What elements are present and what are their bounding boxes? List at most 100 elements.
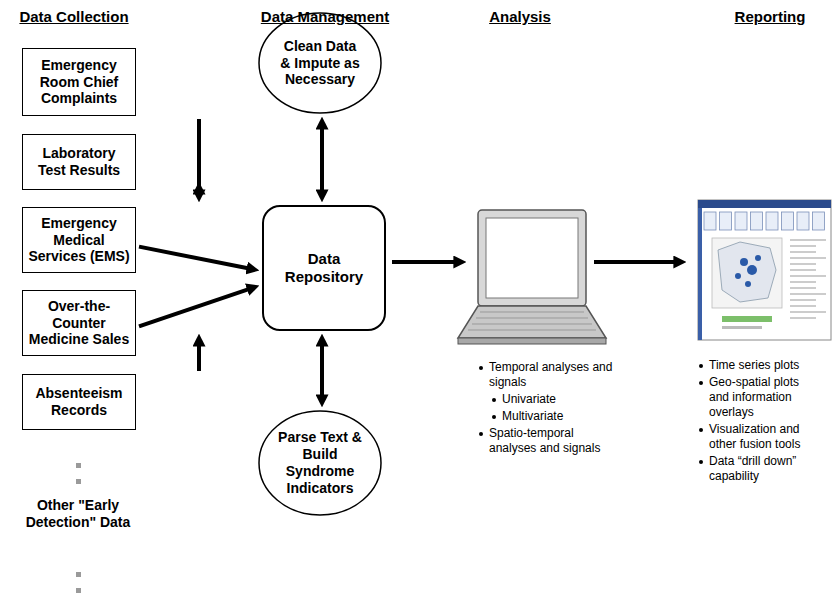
reporting-list: Time series plotsGeo-spatial plots and i… bbox=[698, 358, 822, 486]
report-screenshot-part-part bbox=[790, 258, 826, 259]
bullet-text: Visualization and other fusion tools bbox=[709, 422, 800, 451]
report-screenshot-part-part bbox=[790, 264, 816, 265]
report-screenshot-part bbox=[698, 200, 831, 340]
bullet-item: Data “drill down” capability bbox=[698, 454, 822, 484]
bullet-text: Spatio-temporal analyses and signals bbox=[489, 426, 600, 455]
bullet-item: Geo-spatial plots and information overla… bbox=[698, 375, 822, 420]
bullet-item: Visualization and other fusion tools bbox=[698, 422, 822, 452]
column-header: Data Management bbox=[250, 8, 400, 25]
node-text: Absenteeism Records bbox=[28, 385, 130, 419]
bullet-dot bbox=[479, 432, 483, 436]
report-screenshot-part-part bbox=[790, 312, 826, 313]
report-screenshot-part bbox=[698, 208, 702, 340]
bullet-dot bbox=[492, 415, 496, 419]
report-screenshot-part-part bbox=[790, 288, 816, 289]
report-screenshot-part-part bbox=[782, 212, 794, 230]
bullet-dot bbox=[479, 366, 483, 370]
repository-box: Data Repository bbox=[262, 205, 386, 331]
report-screenshot-part bbox=[698, 200, 831, 208]
report-screenshot-part-part bbox=[790, 246, 816, 247]
bullet-item: Univariate bbox=[491, 392, 614, 407]
report-screenshot-part bbox=[718, 242, 776, 302]
report-screenshot-part-part bbox=[790, 300, 816, 301]
source-note: Other "Early Detection" Data bbox=[16, 497, 140, 531]
flow-arrow bbox=[320, 127, 324, 192]
flow-arrow bbox=[197, 344, 201, 371]
source-box: Absenteeism Records bbox=[22, 374, 136, 430]
report-screenshot-part-part bbox=[790, 318, 816, 319]
flow-arrow bbox=[320, 344, 324, 397]
continuation-dots-part bbox=[76, 588, 81, 593]
laptop-icon-part bbox=[486, 218, 578, 298]
flow-arrow-part bbox=[594, 260, 676, 264]
bullet-item: Spatio-temporal analyses and signals bbox=[478, 426, 614, 456]
report-screenshot-part bbox=[790, 240, 826, 318]
column-header: Reporting bbox=[715, 8, 825, 25]
report-screenshot-part-part bbox=[790, 270, 816, 271]
report-screenshot-part-part bbox=[751, 212, 763, 230]
bullet-dot bbox=[492, 398, 496, 402]
report-screenshot-part-part bbox=[790, 276, 826, 277]
flow-arrow bbox=[197, 119, 201, 192]
analysis-list: Temporal analyses and signalsUnivariateM… bbox=[478, 360, 614, 458]
report-screenshot-part-part bbox=[790, 306, 816, 307]
bullet-text: Geo-spatial plots and information overla… bbox=[709, 375, 799, 419]
node-text: Data Repository bbox=[268, 250, 380, 286]
report-screenshot-part-part bbox=[790, 282, 816, 283]
report-screenshot-part-part bbox=[735, 212, 747, 230]
bullet-text: Time series plots bbox=[709, 358, 799, 372]
report-screenshot-part bbox=[735, 273, 741, 279]
source-box: Laboratory Test Results bbox=[22, 134, 136, 190]
ellipse-outline bbox=[259, 411, 381, 515]
process-ellipse: Parse Text & Build Syndrome Indicators bbox=[258, 410, 382, 516]
source-box: Over-the-Counter Medicine Sales bbox=[22, 290, 136, 356]
report-screenshot-part bbox=[712, 238, 782, 308]
column-header: Analysis bbox=[470, 8, 570, 25]
report-screenshot-part-part bbox=[720, 212, 732, 230]
report-screenshot-part-part bbox=[790, 240, 826, 241]
ellipse-outline bbox=[259, 13, 381, 113]
bullet-text: Multivariate bbox=[502, 409, 563, 423]
laptop-icon-part bbox=[458, 306, 606, 338]
laptop-icon-part bbox=[468, 312, 596, 330]
bullet-dot bbox=[699, 381, 703, 385]
report-screenshot-part bbox=[747, 265, 757, 275]
report-screenshot-part-part bbox=[766, 212, 778, 230]
bullet-dot bbox=[699, 428, 703, 432]
bullet-item: Multivariate bbox=[491, 409, 614, 424]
report-screenshot-part bbox=[722, 326, 762, 329]
laptop-icon bbox=[458, 210, 606, 344]
flow-arrow bbox=[139, 247, 249, 269]
flow-arrow bbox=[139, 289, 250, 326]
report-screenshot bbox=[698, 200, 831, 340]
source-box: Emergency Room Chief Complaints bbox=[22, 48, 136, 116]
report-screenshot-part bbox=[740, 258, 748, 266]
bullet-item: Temporal analyses and signals bbox=[478, 360, 614, 390]
bullet-dot bbox=[699, 460, 703, 464]
laptop-icon-part bbox=[478, 210, 586, 306]
bullet-item: Time series plots bbox=[698, 358, 822, 373]
bullet-dot bbox=[699, 364, 703, 368]
continuation-dots-part bbox=[76, 463, 81, 468]
report-screenshot-part-part bbox=[790, 294, 826, 295]
report-screenshot-part-part bbox=[704, 212, 716, 230]
continuation-dots-part bbox=[76, 479, 81, 484]
report-screenshot-part bbox=[704, 212, 825, 230]
bullet-text: Temporal analyses and signals bbox=[489, 360, 612, 389]
flow-arrow bbox=[197, 192, 201, 193]
report-screenshot-part-part bbox=[813, 212, 825, 230]
bullet-text: Data “drill down” capability bbox=[709, 454, 796, 483]
column-header: Data Collection bbox=[4, 8, 144, 25]
node-text: Clean Data & Impute as Necessary bbox=[277, 38, 363, 88]
report-screenshot-part bbox=[745, 281, 751, 287]
node-text: Emergency Room Chief Complaints bbox=[28, 57, 130, 107]
node-text: Emergency Medical Services (EMS) bbox=[28, 215, 130, 265]
process-ellipse: Clean Data & Impute as Necessary bbox=[258, 12, 382, 114]
laptop-icon-part bbox=[458, 338, 606, 344]
flow-arrow-part bbox=[392, 260, 456, 264]
report-screenshot-part-part bbox=[797, 212, 809, 230]
report-screenshot-part-part bbox=[790, 252, 816, 253]
node-text: Laboratory Test Results bbox=[28, 145, 130, 179]
bullet-text: Univariate bbox=[502, 392, 556, 406]
